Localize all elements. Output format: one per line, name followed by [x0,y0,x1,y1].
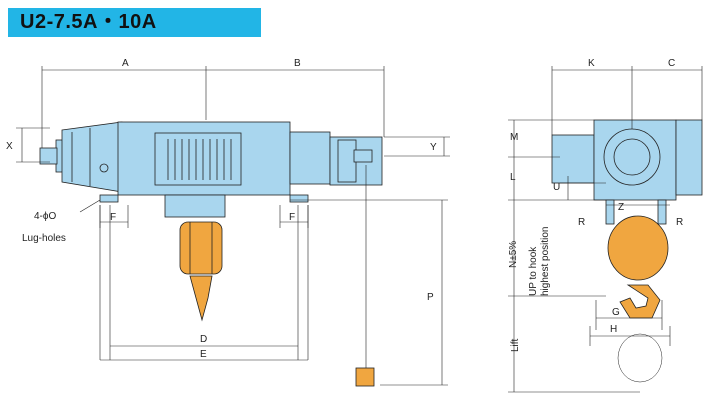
end-view [551,119,703,383]
dim-lift: Lift [510,338,521,352]
pendant-switch-drawing [355,367,375,387]
dim-R-right: R [676,217,683,228]
dim-B: B [294,58,301,69]
page-title: U2-7.5A・10A [20,11,157,33]
side-view [39,121,383,387]
dim-F-left: F [110,212,116,223]
dim-L: L [510,172,516,183]
dim-N: N±5% [508,241,519,268]
lug-hole-label: 4-ϕO [34,211,56,222]
end-body-drawing [551,119,703,225]
dim-Z: Z [618,202,624,213]
lug-hole-caption: Lug-holes [22,233,66,244]
dim-X: X [6,141,13,152]
dim-M: M [510,132,518,143]
drum-body-drawing [99,121,383,218]
dim-U: U [553,182,560,193]
dim-A: A [122,58,129,69]
side-dimension-labels: A B X Y F F D E P 4-ϕO Lug-holes [6,58,437,360]
dim-F-right: F [289,212,295,223]
dim-R-left: R [578,217,585,228]
hook-block-drawing [179,221,223,322]
up-label-line-1: UP to hook [528,246,539,296]
end-dimension-lines [508,66,703,393]
dim-P: P [427,292,434,303]
dim-G: G [612,307,620,318]
dim-H: H [610,324,617,335]
up-label-line-2: highest position [540,227,551,297]
dim-E: E [200,349,207,360]
title-bar: U2-7.5A・10A [8,8,261,37]
dim-D: D [200,334,207,345]
left-gearbox-drawing [39,121,123,193]
end-hook-drawing [607,215,669,383]
end-dimension-labels: K C M L U Z R R G H N±5% Lift UP to hook… [508,58,683,352]
side-dimension-lines [16,66,450,386]
dim-K: K [588,58,595,69]
dim-C: C [668,58,675,69]
dim-Y: Y [430,142,437,153]
